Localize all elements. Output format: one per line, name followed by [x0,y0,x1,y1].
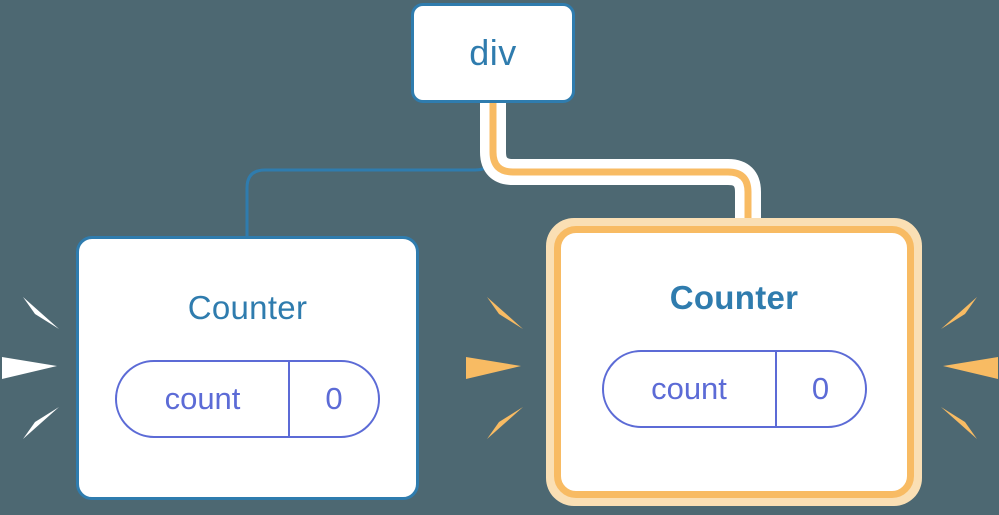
burst-ray-middle [943,357,998,379]
burst-right-inner [466,297,523,439]
burst-ray-lower [23,407,59,439]
state-pill-right: count 0 [601,350,867,428]
burst-ray-upper [23,297,59,329]
state-value-left: 0 [325,381,343,416]
state-key-right: count [604,352,777,426]
edge-div-to-left [245,101,495,242]
node-counter-left-title: Counter [187,289,308,326]
node-counter-right[interactable]: Counter count 0 [554,226,914,498]
node-div[interactable]: div [411,3,575,103]
edge-div-to-right-halo [480,103,761,236]
node-counter-left[interactable]: Counter count 0 [76,236,419,500]
node-counter-right-highlight: Counter count 0 [546,218,922,506]
burst-ray-lower [487,407,523,439]
burst-right-outer [941,297,998,439]
burst-left-outer [2,297,59,439]
state-key-left: count [117,362,290,436]
burst-ray-upper [941,297,977,329]
state-pill-left: count 0 [115,360,380,438]
burst-ray-lower [941,407,977,439]
node-div-label: div [469,32,517,73]
node-counter-right-title: Counter [669,279,799,316]
edge-div-to-right [489,103,752,236]
state-value-right: 0 [811,371,830,406]
burst-ray-middle [466,357,521,379]
burst-ray-middle [2,357,57,379]
burst-ray-upper [487,297,523,329]
